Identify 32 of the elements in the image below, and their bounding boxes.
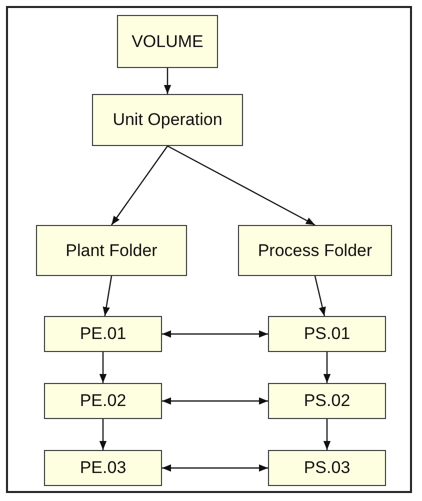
box-label: Process Folder [258,240,372,260]
process-box [44,450,162,486]
arrow [167,145,316,226]
process-box [268,316,386,352]
process-box [238,225,392,276]
arrow [111,146,168,226]
box-label: PE.02 [80,391,126,411]
process-box [44,383,162,419]
arrow [102,276,112,316]
arrow [164,68,172,94]
arrow [323,352,331,383]
box-label: Unit Operation [112,110,222,130]
box-label: PE.03 [80,458,126,478]
arrow [162,397,268,405]
process-box [36,225,187,276]
process-box [92,94,243,146]
box-label: PS.02 [304,391,350,411]
box-label: VOLUME [132,32,204,52]
process-box [44,316,162,352]
process-box [268,450,386,486]
arrow [99,352,107,383]
box-label: PE.01 [80,324,126,344]
arrow [162,464,268,472]
box-label: Plant Folder [66,240,158,260]
process-box [117,15,218,68]
arrow [314,276,326,316]
process-box [268,383,386,419]
arrow [323,419,331,450]
arrow [99,419,107,450]
box-label: PS.01 [304,324,350,344]
box-label: PS.03 [304,458,350,478]
arrow [162,330,268,338]
